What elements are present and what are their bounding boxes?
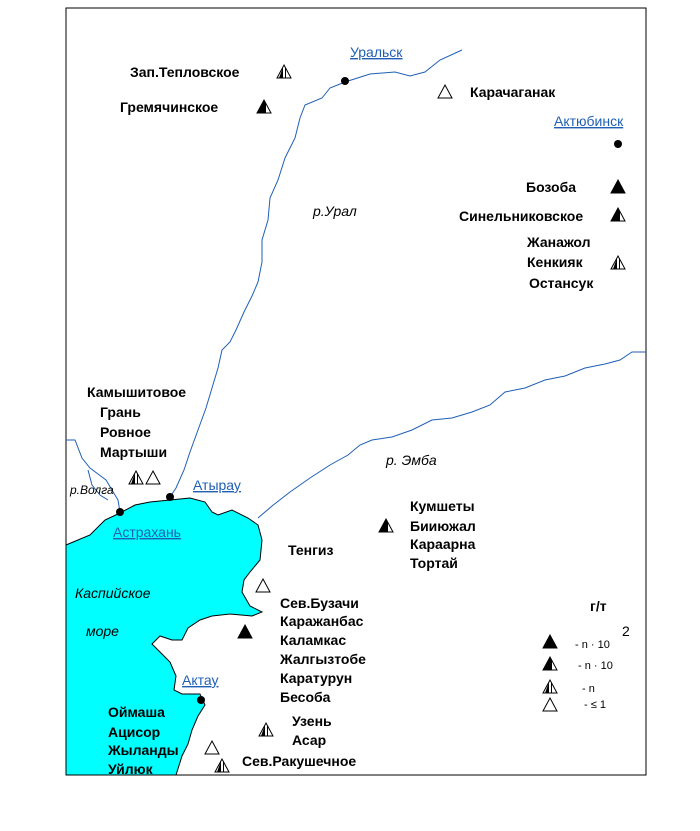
legend-title: г/т xyxy=(590,598,607,614)
volga-channel xyxy=(66,439,121,513)
field-sev-buzachi: Сев.Бузачи xyxy=(280,595,359,611)
legend-row4: - ≤ 1 xyxy=(584,699,606,711)
city-astrakhan: Астрахань xyxy=(113,524,181,540)
field-karaturun: Каратурун xyxy=(280,670,352,686)
field-asar: Асар xyxy=(292,732,326,748)
field-tengiz: Тенгиз xyxy=(288,542,334,558)
label-volga-river: р.Волга xyxy=(69,483,114,497)
field-tortai: Тортай xyxy=(410,555,458,571)
field-zhylandy: Жыланды xyxy=(107,742,179,758)
field-karaarna: Караарна xyxy=(410,536,476,552)
field-rovnoe: Ровное xyxy=(100,424,151,440)
emba-river xyxy=(257,351,646,519)
field-oimasha: Оймаша xyxy=(108,704,165,720)
field-zap-teplovskoe: Зап.Тепловское xyxy=(130,64,240,80)
field-karachaganak: Карачаганак xyxy=(470,84,556,100)
legend-row1-sup: 2 xyxy=(622,623,630,639)
astrakhan-dot xyxy=(116,508,124,516)
field-karazhanbas: Каражанбас xyxy=(280,613,364,629)
city-aktobe: Актюбинск xyxy=(554,113,624,129)
label-sea-line2: море xyxy=(86,623,119,639)
legend: г/т - n · 10 2 - n · 10 - n - ≤ 1 xyxy=(542,598,630,712)
field-atsisor: Ацисор xyxy=(108,724,160,740)
caspian-sea xyxy=(65,497,264,776)
city-aktau: Актау xyxy=(182,672,219,688)
field-uilyuk: Уйлюк xyxy=(108,761,154,777)
field-biikzhal: Бииюжал xyxy=(410,518,476,534)
uralsk-dot xyxy=(341,77,349,85)
label-emba-river: р. Эмба xyxy=(385,452,437,468)
field-bozoba: Бозоба xyxy=(526,179,576,195)
field-ostansuk: Остансук xyxy=(529,275,594,291)
field-zhalgyztobe: Жалгызтобе xyxy=(279,651,366,667)
volga-channel-2 xyxy=(87,469,109,501)
field-kumshety: Кумшеты xyxy=(410,498,475,514)
city-uralsk: Уральск xyxy=(350,44,403,60)
field-gran: Грань xyxy=(100,404,141,420)
field-besoba: Бесоба xyxy=(280,689,331,705)
field-sinelnikovskoe: Синельниковское xyxy=(459,208,583,224)
field-kenkiyak: Кенкияк xyxy=(527,254,584,270)
legend-row2: - n · 10 xyxy=(578,660,613,672)
field-kamyshitovoe: Камышитовое xyxy=(87,384,186,400)
field-zhanazhol: Жанажол xyxy=(526,234,591,250)
field-sev-rakushechnoe: Сев.Ракушечное xyxy=(242,753,356,769)
label-sea-line1: Каспийское xyxy=(75,585,151,601)
city-atyrau: Атырау xyxy=(193,477,241,493)
legend-row1: - n · 10 xyxy=(575,639,610,651)
field-uzen: Узень xyxy=(292,713,332,729)
field-martyshi: Мартыши xyxy=(100,444,167,460)
field-gremyachinskoe: Гремячинское xyxy=(120,99,218,115)
aktau-dot xyxy=(197,696,205,704)
legend-row3: - n xyxy=(582,683,595,695)
label-ural-river: р.Урал xyxy=(312,203,357,219)
field-kalamkas: Каламкас xyxy=(280,632,346,648)
ural-river xyxy=(169,49,463,498)
aktobe-dot xyxy=(614,140,622,148)
atyrau-dot xyxy=(166,493,174,501)
